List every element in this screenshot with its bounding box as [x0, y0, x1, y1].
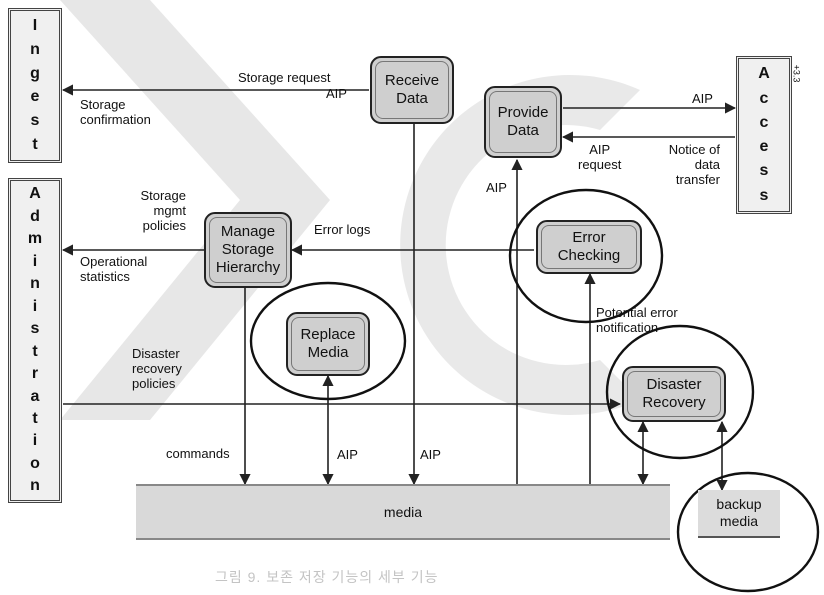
manage-storage-hierarchy-process: Manage Storage Hierarchy	[204, 212, 292, 288]
receive-data-process: Receive Data	[370, 56, 454, 124]
error-checking-process: Error Checking	[536, 220, 642, 274]
label-potential-error-notification: Potential error notification	[596, 305, 678, 335]
disaster-recovery-process: Disaster Recovery	[622, 366, 726, 422]
label-aip-replace: AIP	[337, 447, 358, 462]
label-storage-mgmt-policies: Storage mgmt policies	[140, 188, 186, 233]
label-disaster-recovery-policies: Disaster recovery policies	[132, 346, 182, 391]
label-operational-statistics: Operational statistics	[80, 254, 148, 284]
media-label: media	[383, 504, 423, 520]
media-storage: media	[136, 484, 670, 540]
label-aip-to-access: AIP	[692, 91, 713, 106]
label-storage-request: Storage request	[238, 70, 331, 85]
label-storage-confirmation: Storage confirmation	[80, 97, 151, 127]
label-commands: commands	[166, 446, 230, 461]
replace-media-process: Replace Media	[286, 312, 370, 376]
backup-media: backup media	[698, 490, 780, 538]
label-error-logs: Error logs	[314, 222, 371, 237]
label-aip-receive-down: AIP	[420, 447, 441, 462]
label-aip-provide: AIP	[486, 180, 507, 195]
label-aip-request: AIP request	[578, 142, 622, 172]
label-aip-receive: AIP	[326, 86, 347, 101]
access-corner-mark: +3.3	[791, 64, 802, 83]
provide-data-process: Provide Data	[484, 86, 562, 158]
figure-caption: 그림 9. 보존 저장 기능의 세부 기능	[215, 569, 439, 585]
label-notice-data-transfer: Notice of data transfer	[668, 142, 720, 187]
